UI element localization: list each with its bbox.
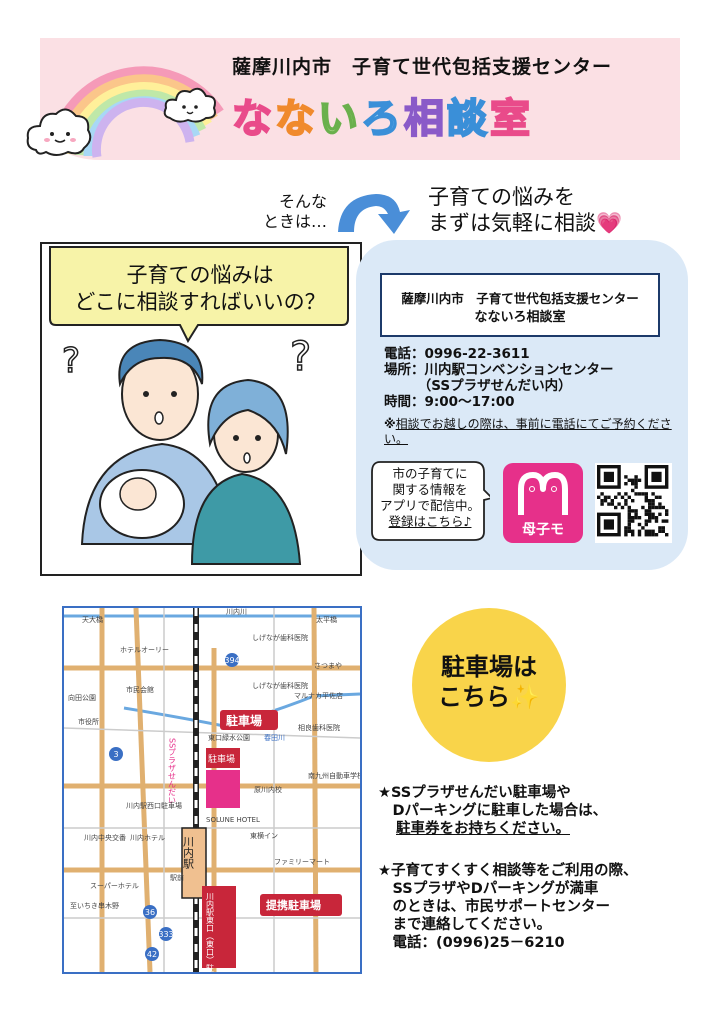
app-line: アプリで配信中。 <box>379 498 480 513</box>
qr-pattern-icon <box>597 465 669 537</box>
note-line: SSプラザやDパーキングが満車 <box>378 881 599 897</box>
map-label: 川内駅西口駐車場 <box>126 801 182 810</box>
note-text: 相談でお越しの際は、事前に電話にてご予約ください。 <box>384 417 672 446</box>
access-map: 川内駅 駐車場 駐車場 川内駅東口（東口）駐車場 Dパーキング 提携駐車場 3 … <box>62 606 362 974</box>
map-parking-label: 駐車場 <box>226 713 262 728</box>
speech-bubble <box>49 246 349 343</box>
cloud-right-icon <box>163 87 216 123</box>
title-char: な <box>231 95 275 143</box>
parking-circle <box>412 608 566 762</box>
note-line: まで連絡してください。 <box>378 917 552 933</box>
reservation-note: ※相談でお越しの際は、事前に電話にてご予約ください。 <box>384 417 674 447</box>
intro-right: 子育ての悩みを まずは気軽に相談💗 <box>428 184 622 236</box>
note-line: 電話：(0996)25－6210 <box>378 935 565 951</box>
map-label: マルナカ平佐店 <box>294 691 343 700</box>
app-mascot-icon <box>518 472 568 515</box>
map-label: 川内川 <box>226 608 247 616</box>
map-label: 市民会館 <box>126 685 154 694</box>
name-office: なないろ相談室 <box>474 310 566 325</box>
title-char: 相 <box>403 95 447 143</box>
map-label: スーパーホテル <box>90 882 139 890</box>
info-place-sub: （SSプラザせんだい内） <box>384 378 572 394</box>
map-label: しげなが歯科医院 <box>252 633 308 642</box>
map-label: 南九州自動車学校 <box>308 771 360 780</box>
title-char: 談 <box>446 95 490 143</box>
parking-note-2: ★子育てすくすく相談等をご利用の際、 SSプラザやDパーキングが満車 のときは、… <box>378 862 698 952</box>
parking-text: 駐車場は こちら✨ <box>412 652 566 712</box>
map-label: SOLUNE HOTEL <box>206 816 260 824</box>
title-char: ろ <box>360 95 404 143</box>
header-org: 薩摩川内市 子育て世代包括支援センター <box>232 56 613 78</box>
speech-line: 子育ての悩みは <box>126 263 274 287</box>
map-route-3: 3 <box>113 750 118 759</box>
map-label: 相良歯科医院 <box>298 723 340 732</box>
speech-text: 子育ての悩みは どこに相談すればいいの？ <box>60 262 340 316</box>
map-station: 川内駅 <box>182 836 195 870</box>
intro-left-line: ときは… <box>262 212 327 231</box>
speech-line: どこに相談すればいいの？ <box>74 290 326 314</box>
map-label: 原川内校 <box>254 785 282 794</box>
name-box <box>380 273 660 337</box>
map-route-333: 333 <box>158 930 173 939</box>
curved-arrow-icon <box>338 194 410 234</box>
note-line: のときは、市民サポートセンター <box>378 899 610 915</box>
app-text: 市の子育てに 関する情報を アプリで配信中。 登録はこちら♪ <box>376 466 484 530</box>
intro-right-line: 子育ての悩みを <box>428 185 575 209</box>
note-line: ★子育てすくすく相談等をご利用の際、 <box>378 863 638 879</box>
map-label: 太平橋 <box>316 615 337 624</box>
map-label: しげなが歯科医院 <box>252 681 308 690</box>
info-phone: 電話：0996-22-3611 <box>384 346 530 362</box>
map-label: 至いちき串木野 <box>70 901 119 910</box>
map-label: ホテルオーリー <box>120 646 169 654</box>
map-label: ファミリーマート <box>274 858 330 866</box>
cloud-left-icon <box>26 108 92 156</box>
note-line-underlined: 駐車券をお持ちください。 <box>396 821 570 837</box>
map-label: 川内ホテル <box>130 833 165 842</box>
app-line: 関する情報を <box>392 482 468 497</box>
svg-text:?: ? <box>62 341 80 381</box>
map-route-394: 394 <box>224 656 239 665</box>
map-label: 天大橋 <box>82 615 103 624</box>
parking-note-1: ★SSプラザせんだい駐車場や Dパーキングに駐車した場合は、 駐車券をお持ちくだ… <box>378 784 698 838</box>
parents-illustration: ? ? <box>61 333 312 565</box>
note-line: Dパーキングに駐車した場合は、 <box>378 803 608 819</box>
app-line: 市の子育てに <box>392 466 468 481</box>
map-label: 駅前 <box>170 873 184 882</box>
note-line: ★SSプラザせんだい駐車場や <box>378 785 571 801</box>
name-org: 薩摩川内市 子育て世代包括支援センター <box>401 291 639 306</box>
map-label: 川内中央交番 <box>84 833 126 842</box>
map-label: 向田公園 <box>68 693 96 702</box>
intro-left: そんな ときは… <box>232 192 327 232</box>
intro-right-line: まずは気軽に相談💗 <box>428 211 623 235</box>
map-label: SSプラザせんだい <box>168 738 177 804</box>
map-label: 東口緑水公園 <box>208 733 250 742</box>
app-register-link[interactable]: 登録はこちら♪ <box>388 514 472 529</box>
map-label: さつまや <box>314 662 342 670</box>
map-route-42: 42 <box>147 950 157 959</box>
title-char: な <box>274 95 318 143</box>
svg-text:?: ? <box>290 334 311 380</box>
intro-left-line: そんな <box>278 192 327 211</box>
app-icon-label: 母子モ <box>522 522 564 538</box>
boshimo-app-icon[interactable] <box>503 463 583 543</box>
map-route-36: 36 <box>145 908 155 917</box>
map-partner-parking: 提携駐車場 <box>266 898 321 912</box>
parking-line: 駐車場は <box>441 653 537 681</box>
info-place: 場所：川内駅コンベンションセンター <box>384 362 614 378</box>
map-d-parking: 川内駅東口（東口）駐車場 Dパーキング <box>206 892 215 972</box>
note-prefix: ※ <box>384 417 396 431</box>
map-label: 春田川 <box>264 733 285 742</box>
app-bubble <box>371 461 490 541</box>
map-drawing: 川内駅 駐車場 駐車場 川内駅東口（東口）駐車場 Dパーキング 提携駐車場 3 … <box>64 608 360 972</box>
header-title: なないろ相談室 <box>231 86 533 144</box>
parking-line: こちら✨ <box>438 683 540 711</box>
qr-code[interactable] <box>595 463 672 543</box>
map-parking-box: 駐車場 <box>208 753 235 765</box>
info-hours: 時間：9:00～17:00 <box>384 394 515 410</box>
map-label: 東横イン <box>250 831 278 840</box>
title-char: い <box>317 95 361 143</box>
title-char: 室 <box>489 95 533 143</box>
map-label: 市役所 <box>78 717 99 726</box>
